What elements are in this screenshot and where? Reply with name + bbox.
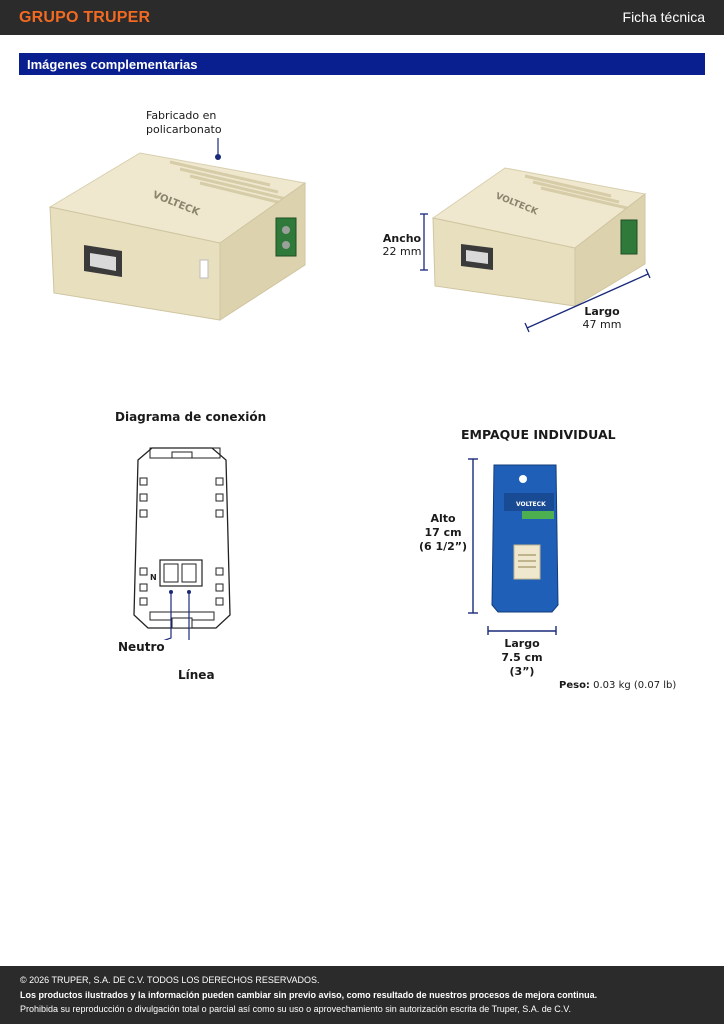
weight-value: 0.03 kg (0.07 lb) xyxy=(593,680,677,691)
package-height-in: (6 1/2”) xyxy=(418,540,468,553)
footer-notice: Los productos ilustrados y la informació… xyxy=(20,990,598,1000)
package-weight: Peso: 0.03 kg (0.07 lb) xyxy=(559,679,676,693)
section-header: Imágenes complementarias xyxy=(19,53,705,75)
footer-prohibition: Prohibida su reproducción o divulgación … xyxy=(20,1004,571,1014)
material-label-line1: Fabricado en xyxy=(146,109,217,122)
neutral-label: Neutro xyxy=(118,640,165,654)
brand-logo: GRUPO TRUPER xyxy=(19,9,151,26)
package-length-in: (3”) xyxy=(509,665,535,678)
width-label: Ancho xyxy=(382,232,422,245)
package-length-cm: 7.5 cm xyxy=(501,651,543,664)
package-height-cm: 17 cm xyxy=(424,526,462,539)
width-value: 22 mm xyxy=(382,245,422,258)
material-label-line2: policarbonato xyxy=(146,123,222,136)
footer: © 2026 TRUPER, S.A. DE C.V. TODOS LOS DE… xyxy=(0,966,724,1024)
weight-label: Peso: xyxy=(559,680,590,691)
product-image-main: VOLTECK xyxy=(48,138,307,321)
section-title: Imágenes complementarias xyxy=(27,57,198,72)
product-image-dimensions: VOLTECK xyxy=(420,167,651,333)
usb-port-icon xyxy=(84,245,122,277)
material-label: Fabricado en policarbonato xyxy=(146,109,222,137)
connection-diagram: N xyxy=(133,447,231,640)
bag-brand: VOLTECK xyxy=(516,501,546,508)
document-type: Ficha técnica xyxy=(622,9,705,25)
package-length-label: Largo xyxy=(504,637,540,650)
length-value: 47 mm xyxy=(582,318,622,331)
diagram-title: Diagrama de conexión xyxy=(115,410,267,424)
neutral-mark: N xyxy=(150,573,157,582)
footer-copyright: © 2026 TRUPER, S.A. DE C.V. TODOS LOS DE… xyxy=(20,975,320,985)
line-label: Línea xyxy=(178,668,215,682)
length-label: Largo xyxy=(584,305,620,318)
package-height-label: Alto xyxy=(430,512,456,525)
top-bar: GRUPO TRUPER Ficha técnica xyxy=(0,0,724,35)
package-title: EMPAQUE INDIVIDUAL xyxy=(461,427,616,442)
package-image: VOLTECK xyxy=(468,458,559,635)
